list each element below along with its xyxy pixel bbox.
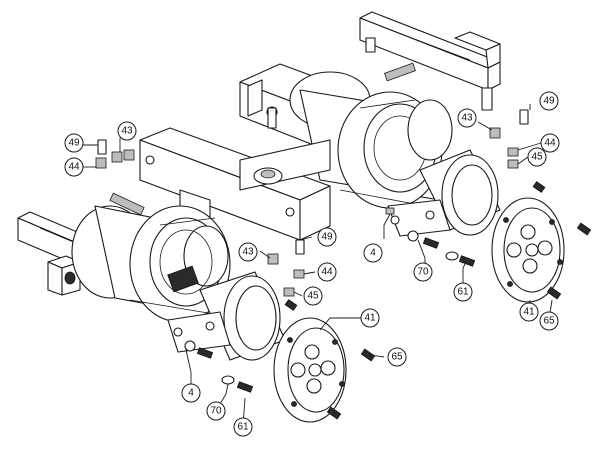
callout-41-rear: 41 bbox=[519, 302, 539, 322]
front-cross-member bbox=[139, 127, 331, 241]
callout-61-front: 61 bbox=[233, 417, 253, 437]
callout-65-rear: 65 bbox=[539, 311, 559, 331]
svg-text:49: 49 bbox=[321, 232, 333, 243]
callout-49-front: 49 bbox=[317, 227, 337, 247]
svg-text:45: 45 bbox=[531, 152, 543, 163]
svg-text:65: 65 bbox=[543, 316, 555, 327]
front-axle-housing bbox=[167, 271, 286, 361]
rear-hub-flange bbox=[491, 197, 565, 303]
svg-text:61: 61 bbox=[457, 287, 469, 298]
callout-44-front-left: 44 bbox=[64, 157, 84, 177]
front-hardware bbox=[95, 139, 376, 420]
rear-axle-housing bbox=[387, 149, 501, 237]
rear-hardware bbox=[385, 109, 592, 300]
callout-4-front: 4 bbox=[181, 383, 201, 403]
svg-text:49: 49 bbox=[543, 96, 555, 107]
callout-45-front: 45 bbox=[303, 286, 323, 306]
svg-text:70: 70 bbox=[417, 267, 429, 278]
svg-text:4: 4 bbox=[188, 388, 194, 399]
svg-text:41: 41 bbox=[364, 313, 376, 324]
callout-49-rear: 49 bbox=[539, 91, 559, 111]
svg-text:45: 45 bbox=[307, 291, 319, 302]
callout-44-rear: 44 bbox=[540, 133, 560, 153]
svg-text:44: 44 bbox=[68, 162, 80, 173]
svg-text:43: 43 bbox=[121, 126, 133, 137]
callout-44-front: 44 bbox=[317, 262, 337, 282]
svg-text:49: 49 bbox=[68, 138, 80, 149]
svg-text:44: 44 bbox=[321, 267, 333, 278]
svg-text:44: 44 bbox=[544, 138, 556, 149]
svg-text:41: 41 bbox=[523, 307, 535, 318]
callout-43-front: 43 bbox=[238, 242, 258, 262]
callout-70-front: 70 bbox=[206, 401, 226, 421]
callout-43-rear: 43 bbox=[457, 108, 477, 128]
svg-text:70: 70 bbox=[210, 406, 222, 417]
front-axle-assembly bbox=[17, 127, 376, 423]
svg-text:61: 61 bbox=[237, 422, 249, 433]
callout-65-front: 65 bbox=[387, 347, 407, 367]
rear-axle-assembly bbox=[239, 11, 592, 303]
svg-text:43: 43 bbox=[461, 113, 473, 124]
svg-text:65: 65 bbox=[391, 352, 403, 363]
front-hub-flange bbox=[273, 317, 347, 423]
svg-text:43: 43 bbox=[242, 247, 254, 258]
rear-frame-beam bbox=[359, 11, 501, 111]
callout-45-rear: 45 bbox=[527, 147, 547, 167]
callout-4-rear: 4 bbox=[363, 243, 383, 263]
callout-41-front: 41 bbox=[360, 308, 380, 328]
callout-70-rear: 70 bbox=[413, 262, 433, 282]
callout-61-rear: 61 bbox=[453, 282, 473, 302]
callout-49-front-left: 49 bbox=[64, 133, 84, 153]
callout-43-front-left: 43 bbox=[117, 121, 137, 141]
svg-text:4: 4 bbox=[370, 248, 376, 259]
